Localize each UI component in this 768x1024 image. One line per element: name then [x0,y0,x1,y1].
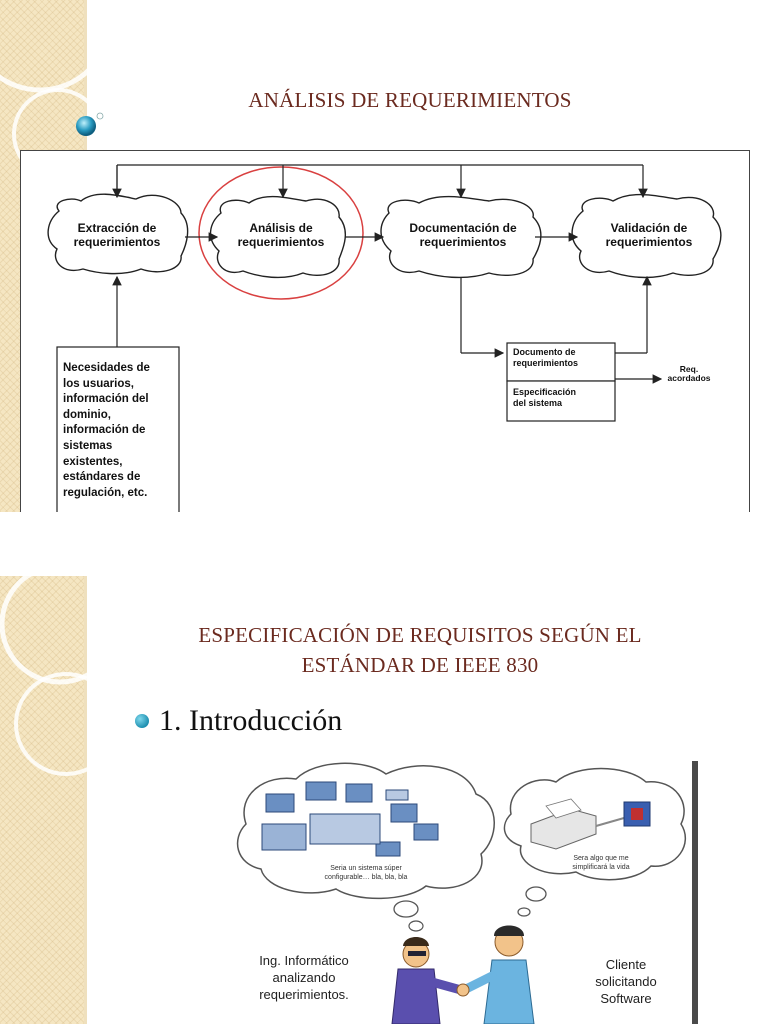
bullet-dot-icon [135,714,149,728]
right-thought-text: Sera algo que me simplificará la vida [526,854,676,872]
slide-1: ANÁLISIS DE REQUERIMIENTOS [0,0,768,512]
client-caption: Cliente solicitando Software [566,956,686,1007]
engineer-figure [392,937,461,1024]
slide-title: ESPECIFICACIÓN DE REQUISITOS SEGÚN EL ES… [140,620,700,680]
bullet-text: 1. Introducción [159,704,342,738]
client-figure [464,926,534,1024]
slide-2: ESPECIFICACIÓN DE REQUISITOS SEGÚN EL ES… [0,576,768,1024]
decorative-circles [0,576,100,776]
output-label: Req.acordados [659,365,719,383]
handshake [457,984,469,996]
inputs-text: Necesidades de los usuarios, información… [63,361,177,501]
left-thought-text: Seria un sistema súper configurable… bla… [266,864,466,882]
engineer-caption: Ing. Informático analizando requerimient… [230,952,378,1003]
bullet-item: 1. Introducción [135,704,342,738]
slide-title: ANÁLISIS DE REQUERIMIENTOS [150,88,670,113]
illustration: Seria un sistema súper configurable… bla… [226,754,692,1024]
bullet-orb-icon [74,110,108,142]
